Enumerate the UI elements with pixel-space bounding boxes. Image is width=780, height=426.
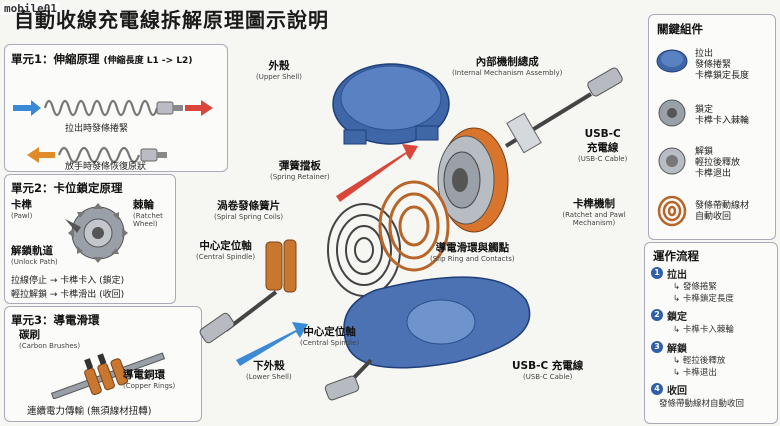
ratchet-icon xyxy=(658,99,686,127)
step-3-title: 解鎖 xyxy=(667,344,687,355)
key-components-panel: 關鍵組件 拉出發條捲緊卡榫鎖定長度 鎖定卡榫卡入棘輪 解鎖輕拉後釋放卡榫退出 發… xyxy=(648,14,776,240)
spiral-spring-label: 渦卷發條簧片(Spiral Spring Coils) xyxy=(214,200,284,221)
coil-icon xyxy=(657,195,687,227)
exploded-view-diagram xyxy=(199,63,623,401)
unit1-heading: 單元1：伸縮原理 (伸縮長度 L1 -> L2) xyxy=(11,52,193,66)
compressed-spring xyxy=(43,99,159,117)
usbc-top-label: USB-C 充電線(USB-C Cable) xyxy=(578,128,628,163)
unit1-caption-release: 放手時發條恢復原狀 xyxy=(65,162,147,172)
lower-shell-label: 下外殼(Lower Shell) xyxy=(246,360,292,381)
step-4-number: 4 xyxy=(651,383,663,395)
carbon-brush-label: 碳刷(Carbon Brushes) xyxy=(19,329,81,350)
step-3-sub-1: ↳ 輕拉後釋放 xyxy=(673,356,726,366)
pull-arrow-right-icon xyxy=(185,100,213,116)
pawl-icon xyxy=(65,219,81,233)
step-1-sub-1: ↳ 發條捲緊 xyxy=(673,282,717,292)
slip-ring-illustration xyxy=(50,352,166,399)
lower-shell-part xyxy=(343,276,531,369)
unlock-path-label: 解鎖軌道(Unlock Path) xyxy=(11,245,58,266)
key-item-4: 發條帶動線材自動收回 xyxy=(695,201,750,222)
spindle-mid-label: 中心定位軸(Central Spindle) xyxy=(300,326,360,347)
key-components-icons xyxy=(656,49,688,227)
usbc-bottom-label: USB-C 充電線(USB-C Cable) xyxy=(512,360,584,381)
unit1-panel: 單元1：伸縮原理 (伸縮長度 L1 -> L2) 拉出時發條捲緊 放手時發條恢復… xyxy=(4,44,228,172)
unit3-heading: 單元3：導電滑環 xyxy=(11,313,100,327)
release-arrow-icon xyxy=(27,147,55,163)
release-icon xyxy=(658,147,686,175)
unit2-heading: 單元2：卡位鎖定原理 xyxy=(11,181,123,195)
spring-retainer-label: 彈簧擋板(Spring Retainer) xyxy=(270,160,330,181)
step-1-title: 拉出 xyxy=(667,270,687,281)
unit3-caption: 連續電力傳輸 (無須線材扭轉) xyxy=(27,406,152,417)
ratchet-wheel-illustration xyxy=(65,203,128,263)
step-2-title: 鎖定 xyxy=(667,312,687,323)
pull-arrow-icon xyxy=(13,100,41,116)
page-title: 自動收線充電線拆解原理圖示說明 xyxy=(14,8,329,32)
step-4-title: 收回 xyxy=(667,386,687,397)
key-item-3: 解鎖輕拉後釋放卡榫退出 xyxy=(695,147,741,179)
step-1-number: 1 xyxy=(651,267,663,279)
workflow-heading: 運作流程 xyxy=(653,249,699,263)
slip-ring-label: 導電滑環與觸點(Slip Ring and Contacts) xyxy=(430,242,515,263)
unit2-panel: 單元2：卡位鎖定原理 卡榫(Pawl) 棘輪(Ratchet Wheel) 解鎖… xyxy=(4,174,176,304)
step-2-sub-1: ↳ 卡榫卡入棘輪 xyxy=(673,325,734,335)
key-item-1: 拉出發條捲緊卡榫鎖定長度 xyxy=(695,49,750,81)
copper-ring-label: 導電銅環(Copper Rings) xyxy=(123,369,176,390)
upper-shell-part xyxy=(332,63,450,145)
unit2-line1: 拉線停止 → 卡榫卡入 (鎖定) xyxy=(11,276,125,286)
watermark-logo: mobile01 xyxy=(2,2,59,15)
usbc-cable-bottom-part xyxy=(324,358,373,401)
pawl-label: 卡榫(Pawl) xyxy=(11,199,33,220)
upper-shell-label: 外殼(Upper Shell) xyxy=(256,60,302,81)
step-4-sub-1: 發條帶動線材自動收回 xyxy=(659,399,745,409)
usbc-cable-top-part xyxy=(504,67,623,154)
relaxed-spring xyxy=(57,146,141,164)
ratchet-pawl-label: 卡榫機制(Ratchet and Pawl Mechanism) xyxy=(562,198,626,227)
step-2-number: 2 xyxy=(651,309,663,321)
step-1-sub-2: ↳ 卡榫鎖定長度 xyxy=(673,294,734,304)
step-3-sub-2: ↳ 卡榫退出 xyxy=(673,368,717,378)
workflow-panel: 運作流程 1 拉出 ↳ 發條捲緊 ↳ 卡榫鎖定長度 2 鎖定 ↳ 卡榫卡入棘輪 … xyxy=(644,242,778,424)
spring-illustration xyxy=(13,99,213,164)
copper-coil-part xyxy=(378,180,450,272)
assembly-arrow-red-icon xyxy=(336,144,418,202)
retract-arrow-icon xyxy=(236,322,308,366)
key-components-heading: 關鍵組件 xyxy=(657,22,703,36)
ratchet-label: 棘輪(Ratchet Wheel) xyxy=(133,199,163,228)
internal-mechanism-label: 內部機制總成(Internal Mechanism Assembly) xyxy=(452,56,563,77)
spiral-spring-part xyxy=(327,203,401,297)
unit1-caption-pull: 拉出時發條捲緊 xyxy=(65,124,129,134)
key-item-2: 鎖定卡榫卡入棘輪 xyxy=(695,105,750,126)
spindle-left-label: 中心定位軸(Central Spindle) xyxy=(196,240,256,261)
internal-mechanism-part xyxy=(437,127,509,233)
unit2-line2: 輕拉解鎖 → 卡榫滑出 (收回) xyxy=(11,290,125,300)
step-3-number: 3 xyxy=(651,341,663,353)
unit3-panel: 單元3：導電滑環 碳刷(Carbon Brushes) 導電銅環(Copper … xyxy=(4,306,202,422)
shell-icon xyxy=(656,49,688,73)
central-spindle-part xyxy=(199,239,297,344)
